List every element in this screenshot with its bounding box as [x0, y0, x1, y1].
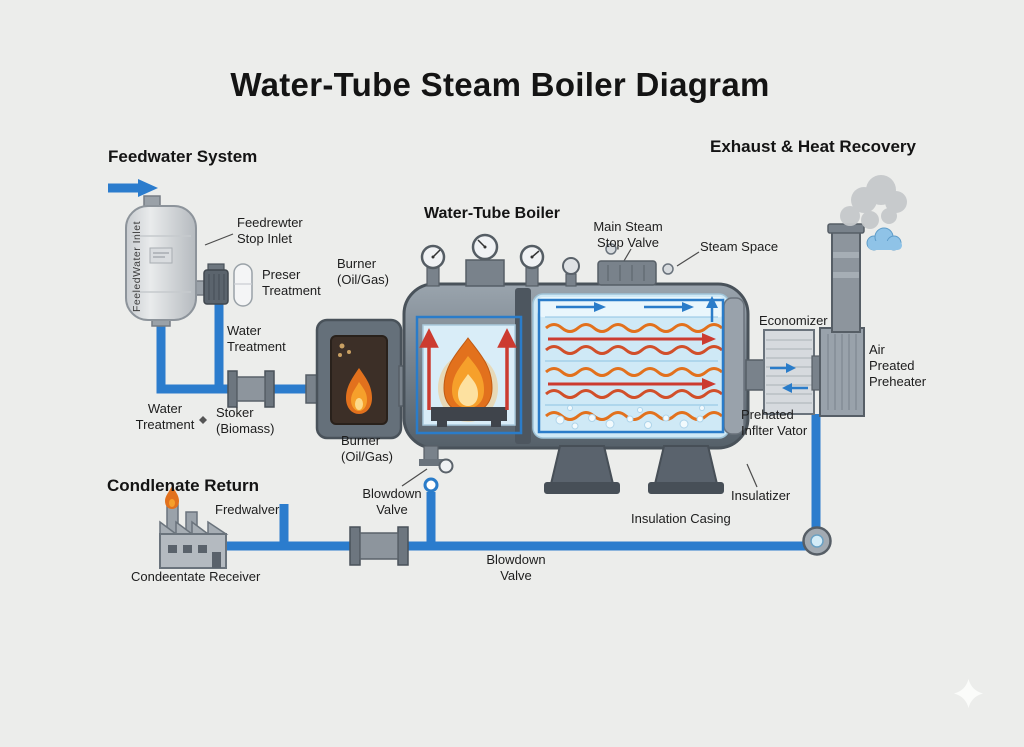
burner-flame-icon	[346, 368, 372, 414]
label-condensate-receiver: Condeentate Receiver	[131, 569, 261, 584]
section-exhaust-heat-recovery: Exhaust & Heat Recovery	[710, 137, 916, 156]
label-main-steam-stop-valve: Main Steam Stop Valve	[593, 219, 663, 250]
label-preheated-inlet: Prehated Inflter Vator	[741, 407, 808, 438]
vent-fitting-icon	[562, 257, 580, 287]
economizer-unit	[763, 329, 815, 415]
label-insulatizer: Insulatizer	[731, 488, 791, 503]
filter-cartridge-icon	[233, 263, 253, 307]
label-water-treatment-lower: Water Treatment	[135, 401, 195, 432]
smoke-icon	[840, 175, 907, 229]
feedwater-tank	[125, 195, 205, 327]
label-burner-bottom: Burner (Oil/Gas)	[341, 433, 393, 464]
feed-pump-icon	[203, 263, 229, 305]
furnace-flame-icon	[443, 337, 493, 414]
label-insulation-casing: Insulation Casing	[631, 511, 731, 526]
pointer-diamond-icon	[199, 416, 207, 424]
chimney-stack	[827, 223, 865, 333]
water-treatment-valve	[227, 370, 275, 408]
pressure-gauge-icon	[420, 244, 446, 287]
label-air-preheater: Air Preated Preheater	[869, 342, 927, 389]
condensate-valve	[349, 526, 409, 566]
cloud-icon	[866, 227, 902, 251]
pressure-gauge-icon	[519, 244, 545, 287]
label-feedwater-stop-inlet: Feedrewter Stop Inlet	[237, 215, 303, 246]
label-blowdown-valve-top: Blowdown Valve	[362, 486, 422, 517]
label-water-treatment-upper: Water Treatment	[227, 323, 286, 354]
circulation-arrows	[419, 328, 517, 410]
furnace-chamber	[415, 315, 523, 435]
pressure-gauge-icon	[465, 233, 505, 287]
label-preser-treatment: Preser Treatment	[262, 267, 321, 298]
factory-icon	[159, 486, 229, 569]
section-water-tube-boiler: Water-Tube Boiler	[424, 205, 561, 222]
page-title: Water-Tube Steam Boiler Diagram	[230, 66, 770, 103]
label-feedwater-inlet: FeeledWater Inlet	[131, 221, 143, 312]
air-preheater-unit	[819, 327, 865, 417]
section-feedwater-system: Feedwater System	[108, 147, 258, 166]
label-steam-space: Steam Space	[700, 239, 779, 254]
label-burner-top: Burner (Oil/Gas)	[337, 256, 389, 287]
condensate-pipes	[224, 414, 821, 551]
water-tube-bank	[537, 296, 725, 434]
label-economizer: Economizer	[759, 313, 828, 328]
label-fredwalver: Fredwalver	[215, 502, 280, 517]
main-steam-stop-valve	[597, 243, 674, 286]
pump-icon	[802, 526, 832, 556]
blowdown-valve	[419, 445, 454, 493]
section-condensate-return: Condlenate Return	[107, 476, 260, 495]
burner-box	[315, 318, 416, 440]
boiler-supports	[544, 445, 724, 494]
inlet-arrow-icon	[138, 179, 158, 197]
sparkle-icon	[954, 679, 983, 708]
flare-flame-icon	[165, 486, 179, 509]
label-blowdown-valve-bottom: Blowdown Valve	[486, 552, 546, 583]
label-stoker-biomass: Stoker (Biomass)	[216, 405, 275, 436]
